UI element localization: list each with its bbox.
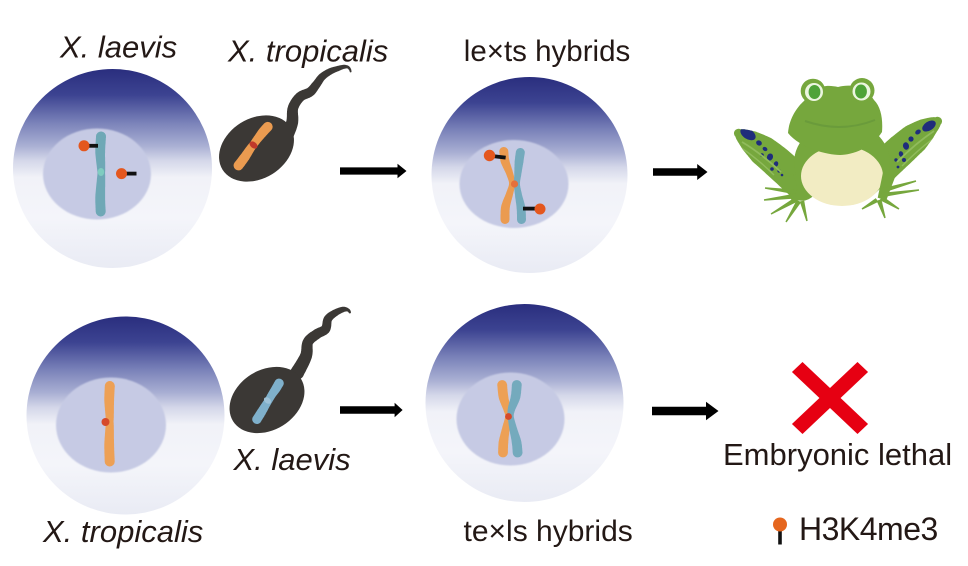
svg-text:X. laevis: X. laevis bbox=[59, 30, 177, 65]
svg-text:H3K4me3: H3K4me3 bbox=[799, 511, 938, 547]
svg-text:Embryonic lethal: Embryonic lethal bbox=[723, 437, 952, 472]
svg-text:te×ls hybrids: te×ls hybrids bbox=[464, 515, 633, 548]
svg-text:X. tropicalis: X. tropicalis bbox=[42, 514, 203, 549]
svg-text:X. laevis: X. laevis bbox=[233, 442, 351, 477]
svg-text:le×ts hybrids: le×ts hybrids bbox=[464, 35, 630, 68]
svg-text:X. tropicalis: X. tropicalis bbox=[227, 34, 388, 69]
